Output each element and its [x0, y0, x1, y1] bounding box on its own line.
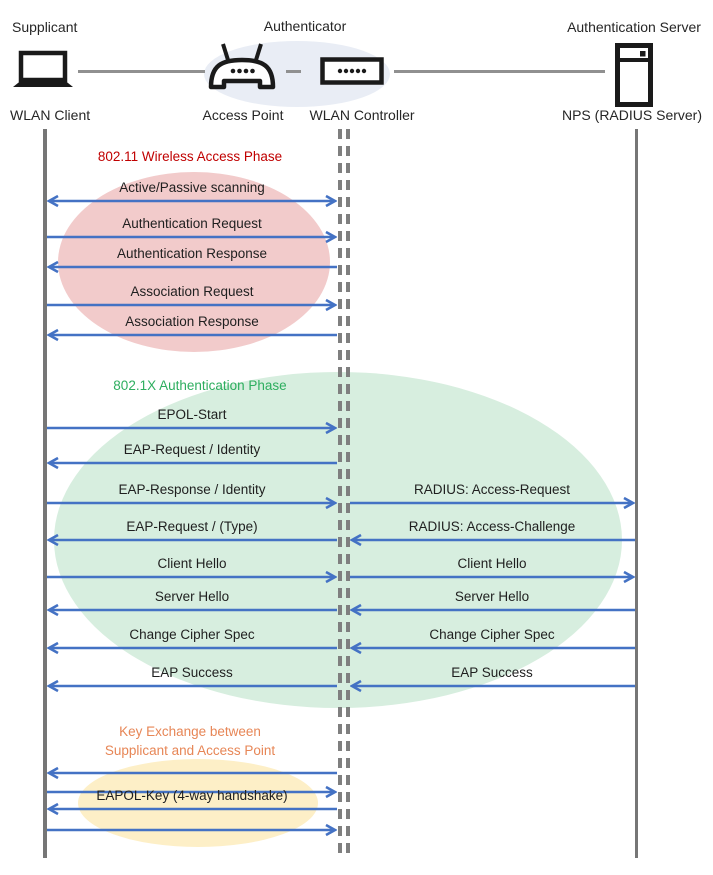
message-label: Authentication Response [116, 246, 268, 261]
message-arrow [350, 570, 635, 584]
message-arrow [47, 456, 337, 470]
lifeline-authenticator-right [346, 129, 350, 858]
device-label-nps-radius-server: NPS (RADIUS Server) [561, 107, 703, 123]
message-arrow [47, 785, 337, 799]
message-arrow [47, 496, 337, 510]
phase-title-8021x: 802.1X Authentication Phase [113, 378, 287, 393]
message-arrow [47, 570, 337, 584]
message-arrow [47, 194, 337, 208]
message-arrow [47, 421, 337, 435]
device-label-wlan-client: WLAN Client [10, 107, 91, 123]
message-arrow [47, 230, 337, 244]
wlan-controller-icon [320, 57, 384, 85]
server-icon [615, 43, 653, 107]
message-label: EAPOL-Key (4-way handshake) [96, 788, 288, 803]
message-label: RADIUS: Access-Challenge [408, 519, 576, 534]
device-label-access-point: Access Point [202, 107, 284, 123]
message-arrow [47, 328, 337, 342]
message-arrow [47, 533, 337, 547]
message-arrow [47, 679, 337, 693]
message-label: EAP-Request / Identity [123, 442, 261, 457]
message-arrow [47, 823, 337, 837]
connector-controller-server [394, 70, 605, 73]
message-label: EAP Success [451, 665, 533, 680]
message-arrow [350, 603, 635, 617]
device-label-wlan-controller: WLAN Controller [309, 107, 415, 123]
connector-client-ap [78, 70, 205, 73]
connector-ap-controller [286, 70, 301, 73]
laptop-icon [13, 50, 73, 87]
message-label: Authentication Request [122, 216, 262, 231]
role-label-supplicant: Supplicant [12, 19, 78, 35]
message-label: EPOL-Start [157, 407, 227, 422]
message-label: RADIUS: Access-Request [413, 482, 571, 497]
message-arrow [47, 260, 337, 274]
lifeline-authenticator-left [338, 129, 342, 858]
message-label: Client Hello [457, 556, 527, 571]
message-arrow [47, 766, 337, 780]
message-label: Change Cipher Spec [129, 627, 255, 642]
message-arrow [350, 533, 635, 547]
message-arrow [350, 496, 635, 510]
phase-title-key-exchange-line2: Supplicant and Access Point [104, 743, 276, 758]
message-arrow [47, 802, 337, 816]
message-label: EAP Success [151, 665, 233, 680]
message-arrow [350, 641, 635, 655]
message-label: Change Cipher Spec [429, 627, 555, 642]
phase-title-key-exchange-line1: Key Exchange between [119, 724, 261, 739]
message-label: Server Hello [154, 589, 230, 604]
message-label: Active/Passive scanning [119, 180, 265, 195]
message-arrow [47, 298, 337, 312]
message-label: EAP-Request / (Type) [126, 519, 258, 534]
message-label: Server Hello [454, 589, 530, 604]
lifeline-supplicant [43, 129, 47, 858]
phase-title-key-exchange: Key Exchange between Supplicant and Acce… [60, 722, 320, 760]
message-arrow [47, 603, 337, 617]
message-arrow [350, 679, 635, 693]
role-label-authenticator: Authenticator [263, 18, 347, 34]
message-label: Association Response [125, 314, 259, 329]
message-label: EAP-Response / Identity [118, 482, 266, 497]
message-arrow [47, 641, 337, 655]
lifeline-authentication-server [635, 129, 638, 858]
message-label: Client Hello [157, 556, 227, 571]
phase-title-80211: 802.11 Wireless Access Phase [97, 149, 283, 164]
role-label-authentication-server: Authentication Server [567, 19, 701, 35]
message-label: Association Request [130, 284, 254, 299]
access-point-icon [208, 43, 276, 90]
